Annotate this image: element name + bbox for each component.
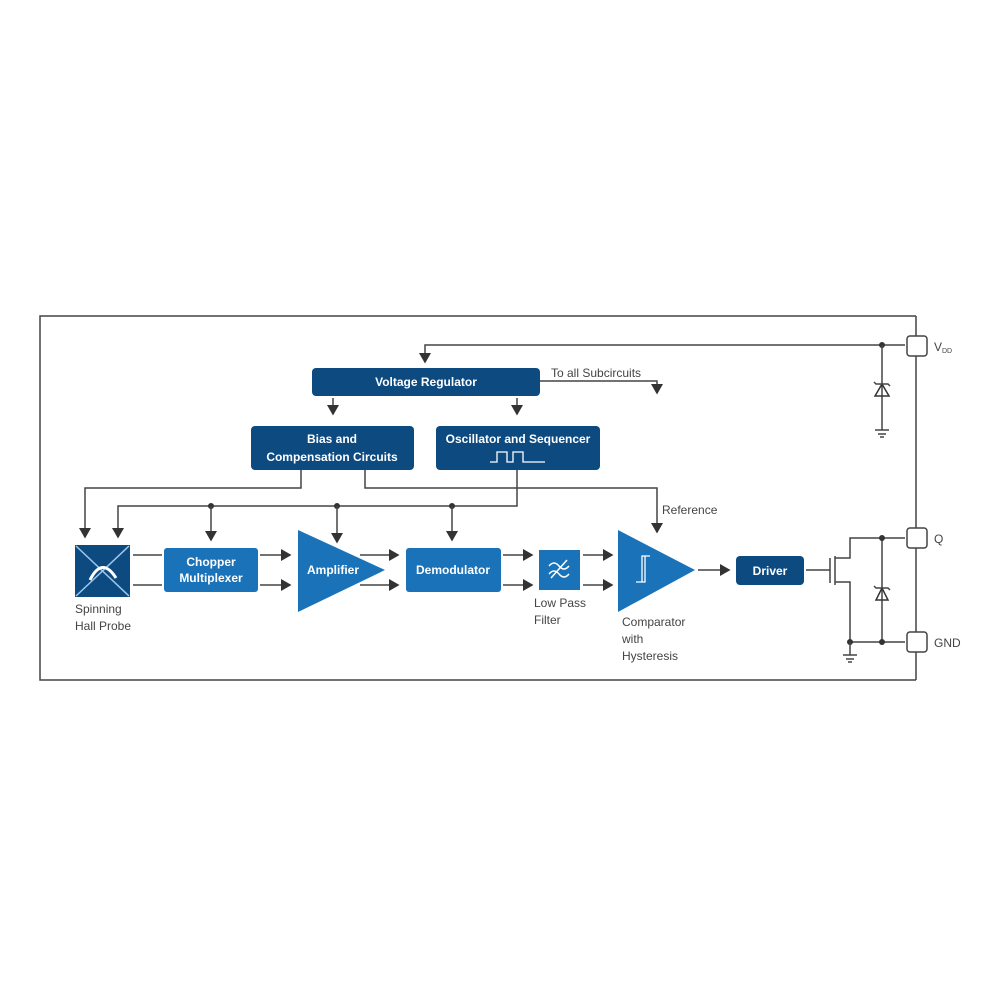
driver-block	[736, 556, 804, 585]
svg-text:Comparator: Comparator	[622, 615, 685, 629]
svg-text:Demodulator: Demodulator	[416, 563, 490, 577]
spinning-hall-probe-icon	[75, 545, 130, 597]
svg-text:Low Pass: Low Pass	[534, 596, 586, 610]
square-wave-icon	[490, 451, 545, 463]
q-pin	[906, 527, 928, 549]
vdd-pin	[906, 335, 928, 357]
vdd-line	[419, 344, 905, 364]
low-pass-filter-block	[539, 550, 580, 590]
q-label: Q	[934, 532, 943, 546]
vdd-label: V	[934, 340, 942, 354]
reference-label: Reference	[662, 503, 718, 517]
comparator-block	[618, 530, 695, 612]
voltage-regulator-label: Voltage Regulator	[375, 375, 477, 389]
svg-text:Amplifier: Amplifier	[307, 563, 359, 577]
gnd-pin	[906, 631, 928, 653]
svg-text:Compensation Circuits: Compensation Circuits	[266, 450, 398, 464]
mosfet-icon	[806, 535, 905, 663]
svg-text:Filter: Filter	[534, 613, 561, 627]
zener-diode-icon	[873, 345, 891, 438]
svg-text:Driver: Driver	[753, 564, 788, 578]
demodulator-block	[406, 548, 501, 592]
amplifier-block	[298, 530, 385, 612]
voltage-regulator-block	[312, 368, 540, 396]
svg-text:Chopper: Chopper	[186, 555, 236, 569]
svg-text:Hysteresis: Hysteresis	[622, 649, 678, 663]
svg-text:with: with	[621, 632, 643, 646]
svg-text:Multiplexer: Multiplexer	[179, 571, 243, 585]
gnd-label: GND	[934, 636, 961, 650]
hysteresis-icon	[636, 555, 650, 583]
svg-text:DD: DD	[942, 348, 952, 355]
oscillator-sequencer-block	[436, 426, 600, 470]
chopper-multiplexer-block	[164, 548, 258, 592]
to-all-subcircuits-label: To all Subcircuits	[551, 366, 641, 380]
bias-compensation-block	[251, 426, 414, 470]
filter-icon	[548, 559, 570, 579]
svg-text:Spinning: Spinning	[75, 602, 122, 616]
svg-text:Bias and: Bias and	[307, 432, 357, 446]
svg-text:Hall Probe: Hall Probe	[75, 619, 131, 633]
chip-outline	[39, 315, 916, 681]
svg-text:Oscillator and Sequencer: Oscillator and Sequencer	[446, 432, 591, 446]
